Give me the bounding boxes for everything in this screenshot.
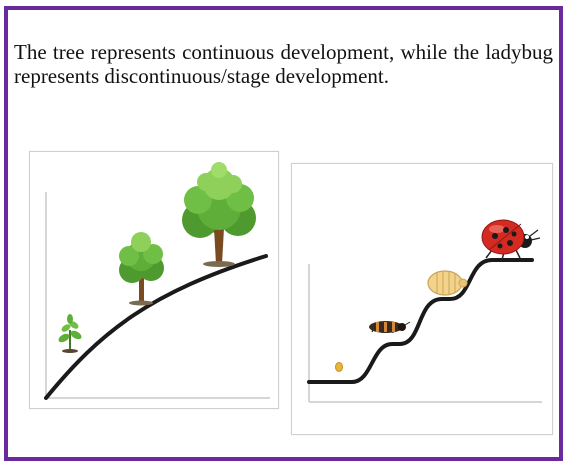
continuous-development-panel — [29, 151, 279, 409]
large-tree-icon — [182, 162, 256, 267]
growth-curve — [44, 254, 268, 400]
ladybug-icon — [481, 219, 541, 261]
stage-diagram — [307, 219, 542, 403]
small-tree-icon — [119, 232, 164, 306]
stage-curve — [307, 258, 534, 384]
larva-icon — [369, 321, 411, 334]
seedling-icon — [58, 314, 82, 353]
egg-icon — [335, 362, 343, 372]
continuous-diagram — [44, 162, 270, 400]
pupa-icon — [427, 270, 468, 296]
caption-text: The tree represents continuous developme… — [14, 40, 553, 88]
content-frame: The tree represents continuous developme… — [4, 6, 563, 461]
stage-development-panel — [291, 163, 553, 435]
